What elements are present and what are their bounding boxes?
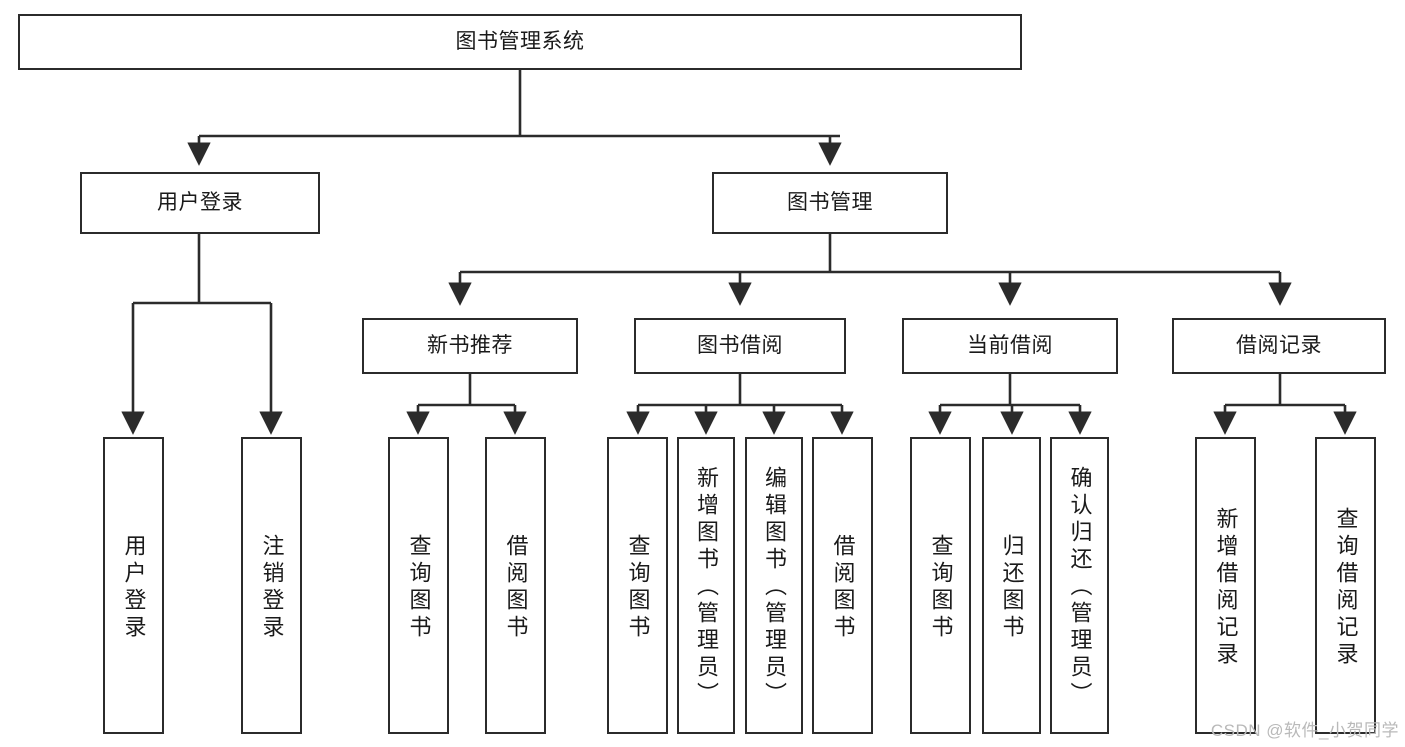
node-current-borrow[interactable]: 当前借阅: [902, 318, 1118, 374]
leaf-add-book-admin[interactable]: 新增图书（管理员）: [677, 437, 735, 734]
leaf-edit-book-admin[interactable]: 编辑图书（管理员）: [745, 437, 803, 734]
node-label: 借阅图书: [830, 533, 856, 642]
node-borrow-record[interactable]: 借阅记录: [1172, 318, 1386, 374]
node-root-system[interactable]: 图书管理系统: [18, 14, 1022, 70]
node-label: 用户登录: [157, 190, 243, 214]
leaf-query-book-recommend[interactable]: 查询图书: [388, 437, 449, 734]
leaf-borrow-book-recommend[interactable]: 借阅图书: [485, 437, 546, 734]
csdn-watermark: CSDN @软件_小贺同学: [1210, 721, 1399, 740]
leaf-confirm-return-admin[interactable]: 确认归还（管理员）: [1050, 437, 1109, 734]
leaf-return-book[interactable]: 归还图书: [982, 437, 1041, 734]
node-book-borrow[interactable]: 图书借阅: [634, 318, 846, 374]
node-label: 查询图书: [928, 533, 954, 642]
node-label: 图书管理系统: [455, 29, 585, 53]
node-label: 编辑图书（管理员）: [762, 466, 787, 709]
node-label: 新书推荐: [427, 333, 513, 357]
node-label: 归还图书: [999, 533, 1025, 642]
node-label: 查询图书: [625, 533, 651, 642]
node-label: 新增图书（管理员）: [694, 466, 719, 709]
leaf-query-borrow-record[interactable]: 查询借阅记录: [1315, 437, 1376, 734]
node-label: 确认归还（管理员）: [1067, 466, 1093, 709]
node-new-book-recommend[interactable]: 新书推荐: [362, 318, 578, 374]
leaf-user-login[interactable]: 用户登录: [103, 437, 164, 734]
leaf-query-book-current[interactable]: 查询图书: [910, 437, 971, 734]
leaf-borrow-book[interactable]: 借阅图书: [812, 437, 873, 734]
leaf-query-book-borrow[interactable]: 查询图书: [607, 437, 668, 734]
node-label: 新增借阅记录: [1213, 506, 1239, 669]
node-label: 用户登录: [121, 533, 147, 642]
leaf-add-borrow-record[interactable]: 新增借阅记录: [1195, 437, 1256, 734]
node-book-management[interactable]: 图书管理: [712, 172, 948, 234]
node-label: 查询图书: [406, 533, 432, 642]
node-label: 图书借阅: [697, 333, 783, 357]
node-user-login[interactable]: 用户登录: [80, 172, 320, 234]
node-label: 注销登录: [259, 533, 285, 642]
node-label: 借阅记录: [1236, 333, 1322, 357]
node-label: 查询借阅记录: [1333, 506, 1359, 669]
node-label: 当前借阅: [967, 333, 1053, 357]
node-label: 借阅图书: [503, 533, 529, 642]
leaf-logout[interactable]: 注销登录: [241, 437, 302, 734]
node-label: 图书管理: [787, 190, 873, 214]
